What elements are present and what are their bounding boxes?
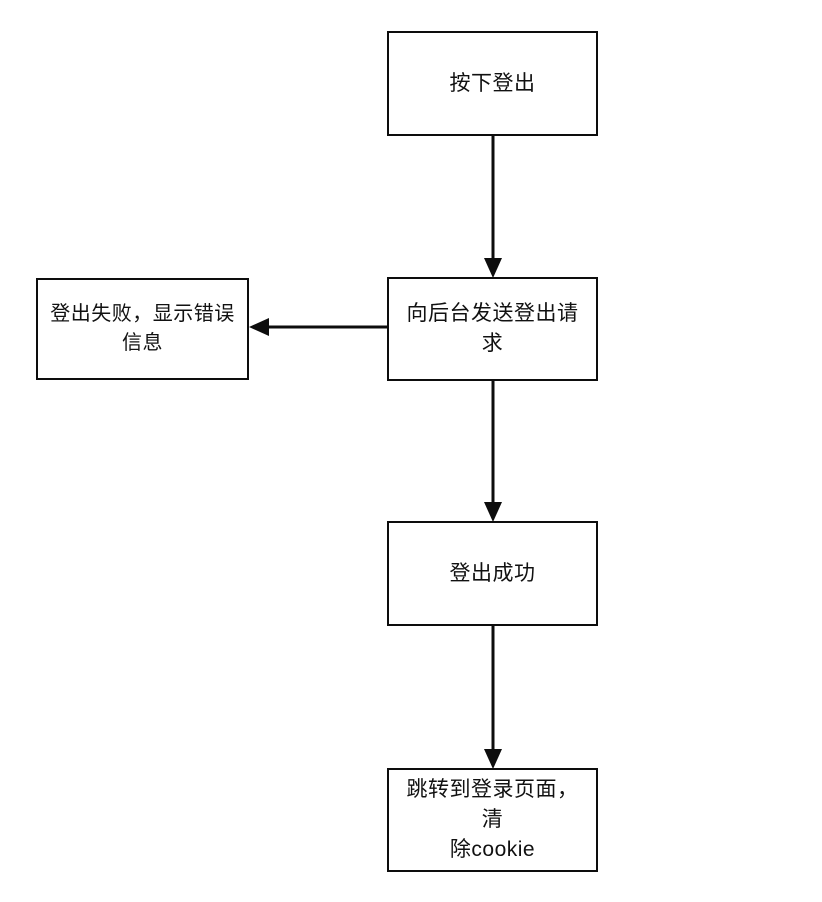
node-send-request-label: 向后台发送登出请求 (406, 302, 579, 355)
edge-send-to-success (484, 381, 502, 522)
node-logout-failed[interactable]: 登出失败，显示错误 信息 (36, 278, 249, 380)
node-press-logout-label: 按下登出 (449, 71, 536, 95)
edge-press-to-send (484, 136, 502, 278)
node-redirect-login-label: 跳转到登录页面，清 除cookie (406, 778, 579, 861)
node-logout-success-label: 登出成功 (449, 561, 536, 585)
node-logout-failed-label: 登出失败，显示错误 信息 (50, 303, 235, 354)
edge-send-to-failed (249, 318, 387, 336)
node-send-request[interactable]: 向后台发送登出请求 (387, 277, 598, 381)
node-logout-success[interactable]: 登出成功 (387, 521, 598, 626)
edge-success-to-redirect (484, 626, 502, 769)
node-redirect-login[interactable]: 跳转到登录页面，清 除cookie (387, 768, 598, 872)
node-press-logout[interactable]: 按下登出 (387, 31, 598, 136)
